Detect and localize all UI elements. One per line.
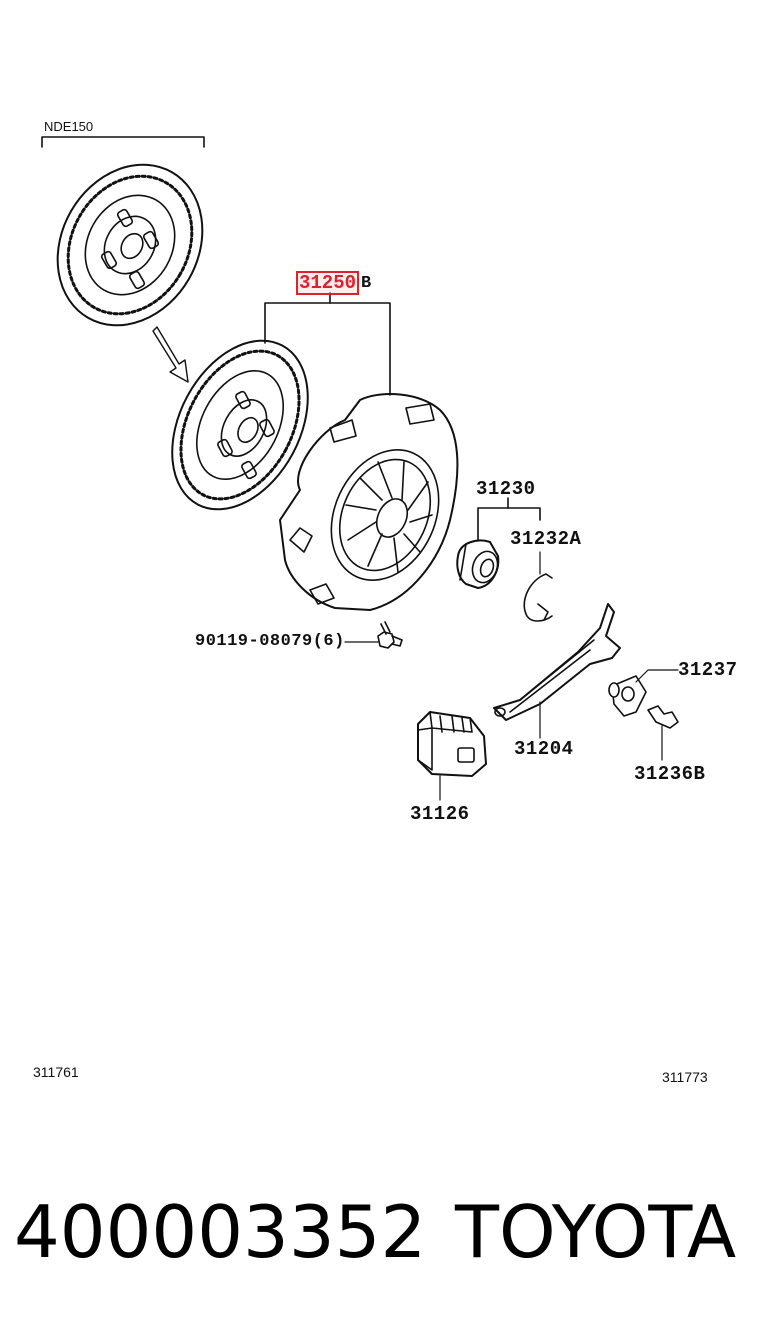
replacement-arrow-icon [152, 326, 189, 383]
variant-bracket [41, 136, 205, 148]
clutch-disc-upper-icon [56, 163, 204, 327]
highlighted-part-suffix: B [361, 274, 372, 293]
footer-part-number: 400003352 [14, 1190, 427, 1274]
part-label-release-fork[interactable]: 31204 [514, 738, 574, 760]
clutch-disc-icon [171, 339, 309, 511]
figure-code-left: 311761 [33, 1064, 79, 1080]
boot-fitting-icon [647, 705, 679, 761]
hub-clip-icon [523, 551, 553, 622]
variant-label: NDE150 [44, 119, 94, 134]
fork-pivot-icon [608, 669, 679, 717]
part-label-boot-fitting[interactable]: 31236B [634, 763, 706, 785]
bearing-bracket [477, 497, 541, 541]
part-label-bolt[interactable]: 90119-08079(6) [195, 632, 345, 651]
part-label-hub-clip[interactable]: 31232A [510, 528, 582, 550]
part-label-fork-pivot[interactable]: 31237 [678, 659, 738, 681]
release-fork-icon [493, 603, 621, 739]
part-label-release-bearing[interactable]: 31230 [476, 478, 536, 500]
assembly-bracket [264, 292, 391, 396]
figure-code-right: 311773 [662, 1069, 708, 1085]
release-bearing-icon [456, 539, 500, 589]
bolt-icon [344, 621, 403, 649]
highlighted-part-number[interactable]: 31250 [296, 271, 360, 295]
clutch-cover-icon [279, 393, 459, 611]
footer-brand: TOYOTA [455, 1190, 737, 1274]
fork-boot-icon [417, 711, 487, 801]
part-label-fork-boot[interactable]: 31126 [410, 803, 470, 825]
